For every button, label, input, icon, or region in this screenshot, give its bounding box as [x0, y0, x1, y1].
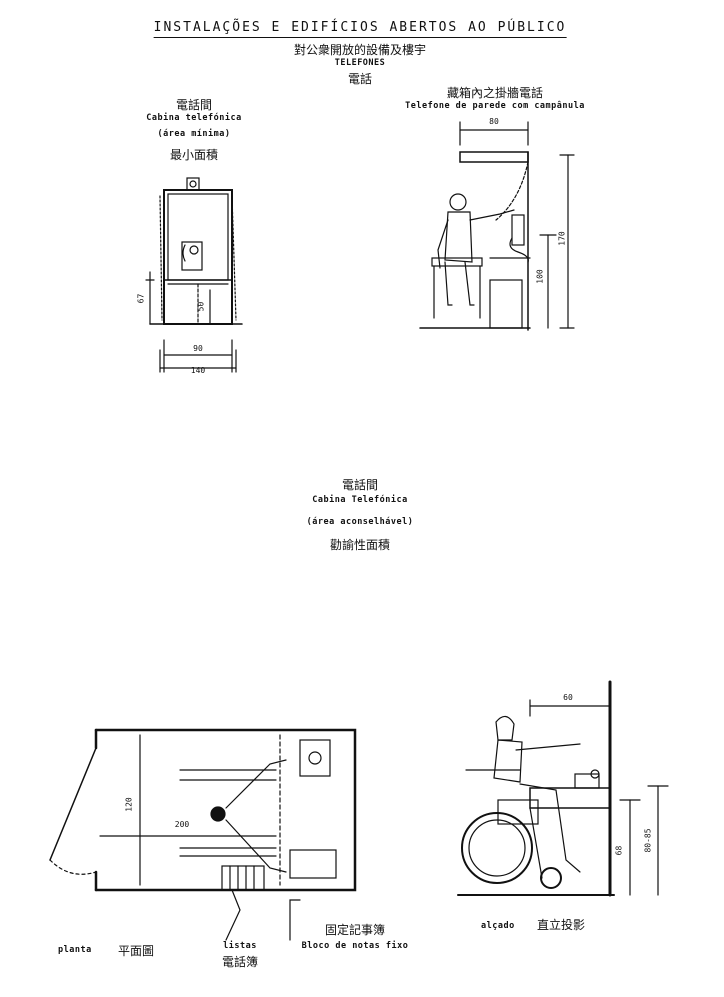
dim-label: 170: [557, 231, 567, 246]
booth-min-note-zh: 最小面積: [169, 148, 219, 162]
page-title: INSTALAÇÕES E EDIFÍCIOS ABERTOS AO PÚBLI…: [153, 20, 567, 38]
dim-label: 68: [614, 845, 624, 856]
plan-label-zh: 平面圖: [118, 944, 155, 958]
booth-rec-note-zh: 勸諭性面積: [329, 538, 391, 552]
section-title: TELEFONES: [334, 58, 386, 68]
page-title-zh: 對公衆開放的設備及樓宇: [293, 43, 427, 57]
notes-label: Bloco de notas fixo: [301, 941, 409, 951]
booth-min-note: (área mínima): [157, 129, 231, 139]
lists-label-zh: 電話簿: [221, 955, 259, 969]
lists-label: listas: [223, 941, 257, 951]
booth-rec-label-zh: 電話間: [341, 478, 379, 492]
dim-label: 80: [489, 117, 499, 126]
booth-min-drawing: [145, 177, 243, 373]
wall-phone-label: Telefone de parede com campânula: [405, 101, 585, 111]
dim-label: 140: [190, 366, 206, 375]
wall-phone-drawing: [419, 121, 575, 331]
notes-label-zh: 固定記事簿: [324, 923, 386, 937]
booth-rec-label: Cabina Telefónica: [312, 495, 408, 505]
elevation-drawing: [457, 680, 669, 897]
dim-label: 67: [136, 293, 146, 304]
dim-label: 50: [196, 301, 206, 312]
elevation-label: alçado: [481, 921, 515, 931]
elevation-label-zh: 直立投影: [537, 918, 586, 932]
dim-label: 200: [174, 820, 190, 829]
booth-rec-note: (área aconselhável): [306, 517, 414, 527]
booth-min-label-zh: 電話間: [175, 98, 213, 112]
wall-phone-label-zh: 藏箱內之掛牆電話: [446, 86, 544, 100]
dim-label: 60: [563, 693, 573, 702]
booth-min-label: Cabina telefónica: [146, 113, 242, 123]
section-title-zh: 電話: [347, 72, 373, 86]
plan-drawing: [49, 728, 357, 941]
dim-label: 90: [193, 344, 203, 353]
dim-label: 120: [124, 797, 134, 812]
dim-label: 100: [535, 269, 545, 284]
dim-label: 80-85: [643, 828, 653, 853]
plan-label: planta: [58, 945, 92, 955]
